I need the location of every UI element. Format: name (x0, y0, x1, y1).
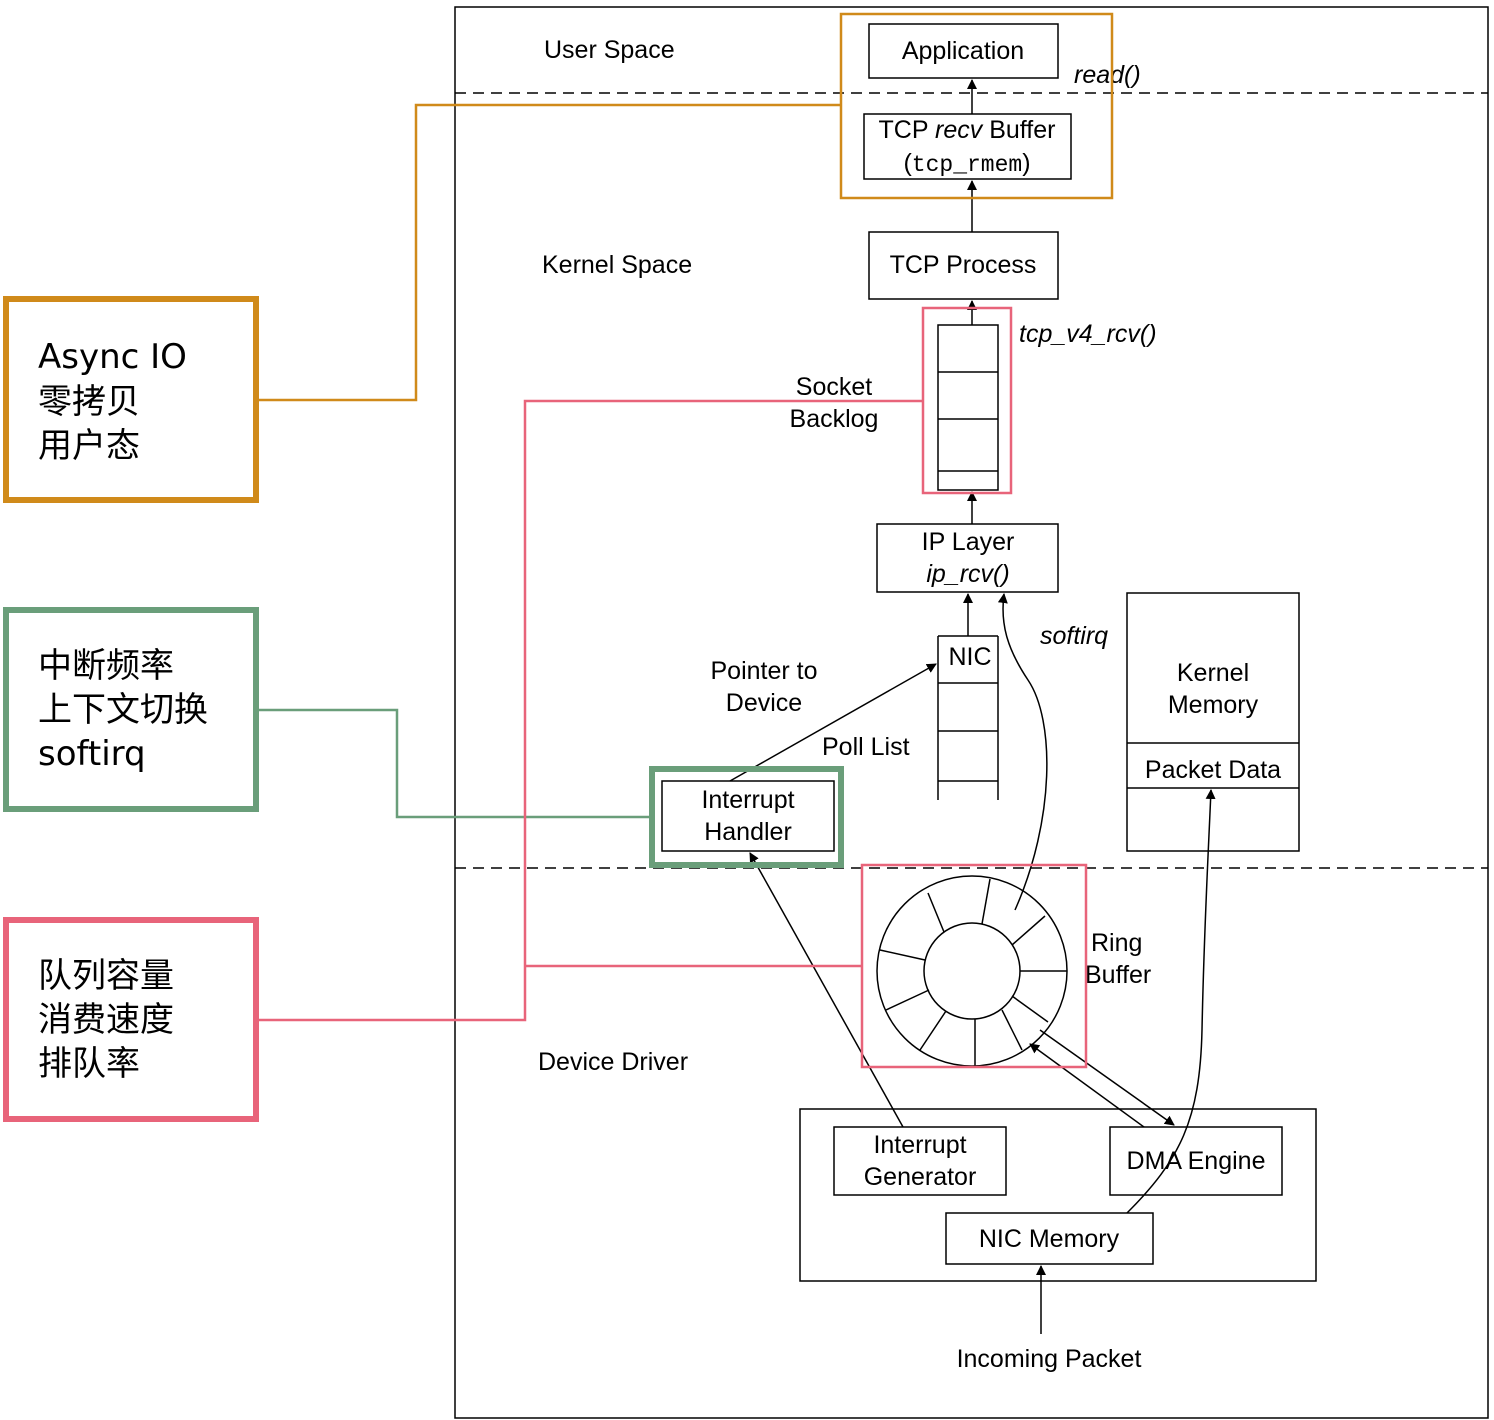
application-box (868, 23, 1059, 79)
interrupt-generator-line2: Generator (864, 1163, 977, 1191)
socket-backlog-queue (937, 324, 999, 491)
interrupt-note-line3: softirq (38, 734, 146, 774)
kernel-memory-box (1126, 592, 1300, 852)
device-driver-label: Device Driver (538, 1048, 688, 1076)
device-label: Device (726, 689, 802, 717)
user-space-label: User Space (544, 36, 675, 64)
nic-label: NIC (948, 643, 991, 671)
kernel-memory-line1: Kernel (1177, 659, 1249, 687)
kernel-memory-line2: Memory (1168, 691, 1259, 719)
interrupt-generator-line1: Interrupt (873, 1131, 966, 1159)
ring-slot-divider (981, 878, 991, 925)
interrupt-handler-line2: Handler (704, 818, 792, 846)
tcp-recv-buffer-box (863, 113, 1072, 180)
queue-note-line1: 队列容量 (38, 956, 174, 996)
tcp-rmem-label: (tcp_rmem) (903, 149, 1030, 178)
ip-layer-label: IP Layer (922, 528, 1015, 556)
ring-slot-divider (879, 949, 926, 961)
queue-note-box (3, 917, 259, 1122)
ip-layer-box (876, 523, 1059, 593)
arrow-softirq (997, 593, 1048, 911)
kernel-space-label: Kernel Space (542, 251, 692, 279)
ip-rcv-label: ip_rcv() (926, 560, 1009, 588)
ring-buffer-highlight (860, 863, 1088, 1069)
interrupt-handler-box (661, 780, 835, 852)
ring-slot-divider (1001, 1009, 1023, 1051)
packet-data-label: Packet Data (1145, 756, 1281, 784)
async-io-note-line1: Async IO (38, 337, 187, 377)
softirq-label: softirq (1040, 622, 1108, 650)
arrow-ring-to-dma (1039, 1029, 1175, 1126)
async-io-note-line3: 用户态 (38, 426, 140, 466)
ring-slot-divider (885, 989, 930, 1011)
buffer-label: Buffer (1085, 961, 1151, 989)
async-io-connector (259, 103, 841, 402)
async-io-note-box (3, 296, 259, 503)
interrupt-handler-line1: Interrupt (701, 786, 794, 814)
arrow-dma-to-packet-data (1126, 789, 1216, 1214)
ring-slot-divider (919, 1010, 947, 1051)
queue-note-line2: 消费速度 (38, 1000, 174, 1040)
tcp-process-label: TCP Process (890, 251, 1037, 279)
ring-buffer-inner (923, 922, 1021, 1020)
arrow-handler-to-poll-list (729, 663, 937, 782)
tcp-recv-buffer-label: TCP recv Buffer (879, 116, 1056, 144)
socket-label: Socket (796, 373, 872, 401)
interrupt-note-box (3, 607, 259, 812)
pointer-to-label: Pointer to (710, 657, 817, 685)
dma-engine-box (1109, 1126, 1283, 1196)
interrupt-generator-box (833, 1126, 1007, 1196)
tcp-v4-rcv-label: tcp_v4_rcv() (1019, 320, 1157, 348)
interrupt-note-line1: 中断频率 (38, 646, 174, 686)
application-label: Application (902, 37, 1024, 65)
incoming-packet-label: Incoming Packet (957, 1345, 1142, 1373)
poll-list-label: Poll List (822, 733, 910, 761)
ring-label: Ring (1091, 929, 1142, 957)
dma-engine-label: DMA Engine (1127, 1147, 1266, 1175)
ring-slot-divider (1011, 995, 1049, 1023)
ring-slot-divider (927, 892, 945, 933)
queue-note-line3: 排队率 (38, 1044, 140, 1084)
arrow-generator-to-handler (749, 852, 904, 1128)
arrow-dma-to-ring (1029, 1043, 1145, 1128)
read-label: read() (1074, 61, 1141, 89)
ring-buffer (876, 875, 1068, 1067)
ring-slot-divider (1011, 915, 1046, 946)
nic-memory-label: NIC Memory (979, 1225, 1120, 1253)
nic-memory-box (945, 1212, 1154, 1265)
tcp-process-box (868, 231, 1059, 300)
backlog-label: Backlog (790, 405, 879, 433)
nic-hardware-box (799, 1108, 1317, 1282)
outer-frame (454, 6, 1489, 1419)
async-io-note-line2: 零拷贝 (38, 382, 140, 422)
queue-connector (259, 399, 923, 1022)
interrupt-note-line2: 上下文切换 (38, 690, 208, 730)
